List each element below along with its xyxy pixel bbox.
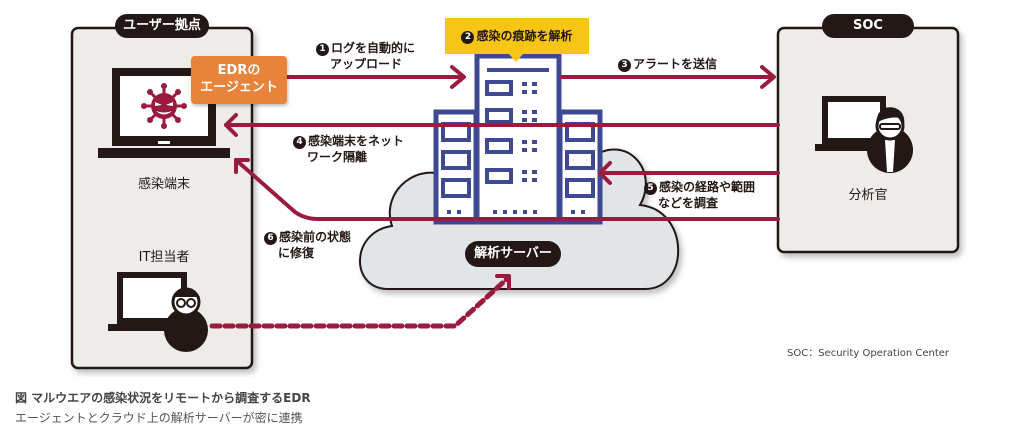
infected-device-label: 感染端末 xyxy=(137,177,190,192)
edr-agent-line1: EDRの xyxy=(217,63,261,78)
arrow-step-6 xyxy=(234,158,780,221)
arrows xyxy=(209,65,780,329)
step-1-line2: アップロード xyxy=(330,57,403,71)
user-site-title: ユーザー拠点 xyxy=(115,14,209,38)
step-4-line1: 感染端末をネット xyxy=(308,134,405,148)
analysis-server-label: 解析サーバー xyxy=(465,241,561,267)
analyst-icon xyxy=(815,96,913,173)
step-4-line2: ワーク隔離 xyxy=(307,150,368,164)
it-staff-icon xyxy=(108,272,208,352)
step-6-line2: に修復 xyxy=(278,246,315,260)
edr-agent-line2: エージェント xyxy=(200,80,278,95)
step-3-number: 3 xyxy=(618,59,631,72)
figure-caption-subtitle: エージェントとクラウド上の解析サーバーが密に連携 xyxy=(15,411,303,425)
virus-icon xyxy=(141,83,187,129)
step-3-line1: アラートを送信 xyxy=(633,57,718,71)
step-1-number: 1 xyxy=(316,43,329,56)
edr-agent-badge: EDRの エージェント xyxy=(191,56,287,104)
step-4-number: 4 xyxy=(293,136,306,149)
figure-caption-title: 図 マルウエアの感染状況をリモートから調査するEDR xyxy=(15,391,311,405)
step-6-number: 6 xyxy=(264,232,277,245)
step-5-line2: などを調査 xyxy=(658,196,719,210)
soc-title: SOC xyxy=(822,14,914,38)
step-1-line1: ログを自動的に xyxy=(331,41,416,55)
analyst-label: 分析官 xyxy=(848,188,888,203)
step-2-text: 感染の痕跡を解析 xyxy=(476,29,573,43)
step-5-number: 5 xyxy=(644,182,657,195)
step-2-number: 2 xyxy=(461,31,475,44)
soc-footnote: SOC：Security Operation Center xyxy=(787,348,950,359)
step-5-line1: 感染の経路や範囲 xyxy=(659,180,756,194)
step-6-line1: 感染前の状態 xyxy=(279,230,352,244)
it-staff-label: IT担当者 xyxy=(138,250,190,265)
arrow-it-staff xyxy=(209,275,511,329)
